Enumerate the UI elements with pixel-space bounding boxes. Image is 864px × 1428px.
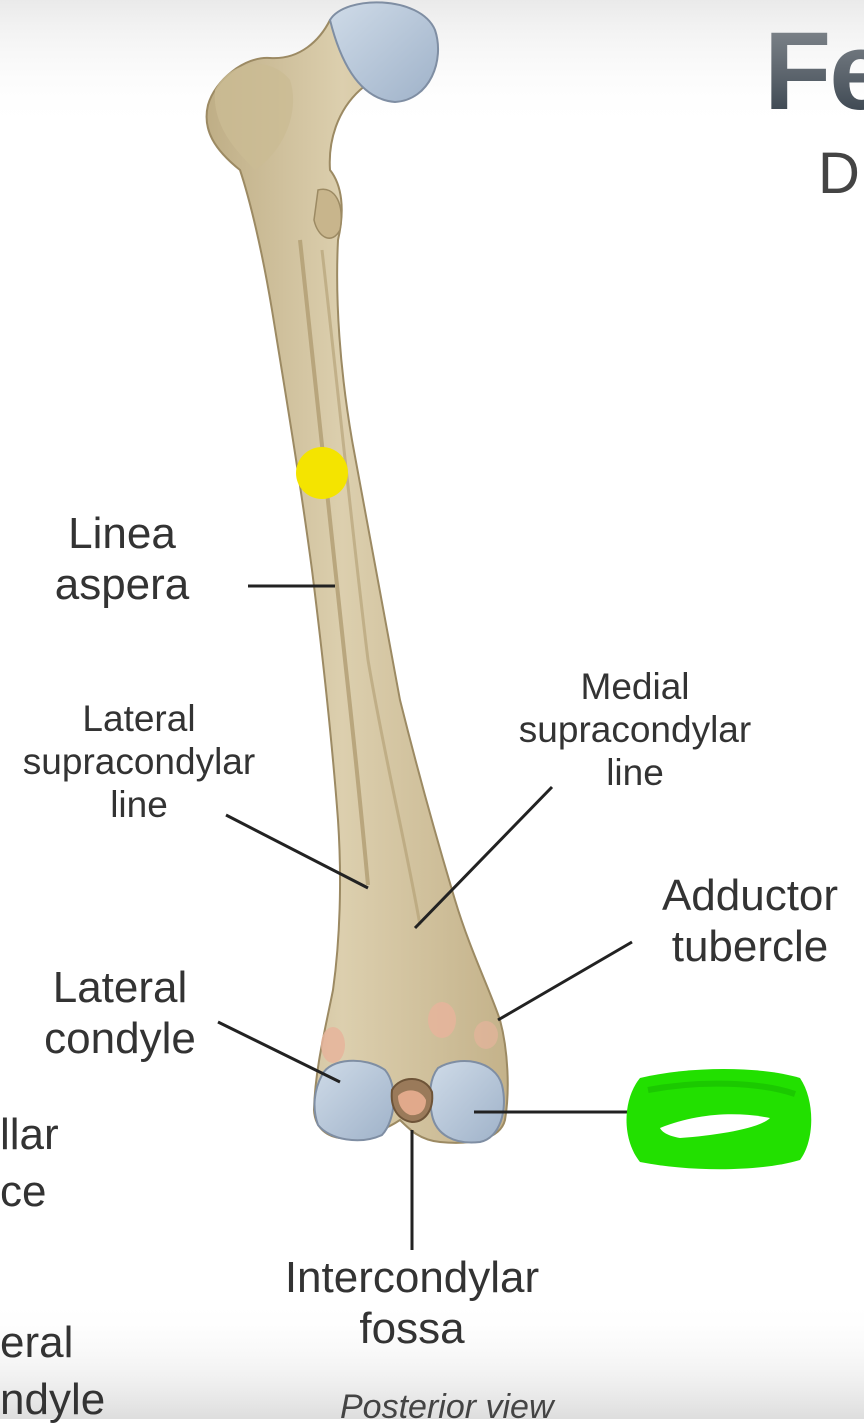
label-adductor-tubercle: Adductor tubercle — [661, 871, 839, 972]
green-scribble — [626, 1069, 812, 1170]
cut-off-label-left-mid: llar ce — [0, 1110, 59, 1217]
label-linea-aspera: Linea aspera — [54, 509, 190, 610]
adductor-tubercle-leader — [497, 940, 633, 1022]
label-intercondylar-fossa: Intercondylar fossa — [284, 1253, 540, 1354]
medial-supracondylar-leader — [413, 785, 554, 930]
label-medial-supracondylar-line: Medial supracondylar line — [518, 666, 752, 793]
lateral-condyle-leader — [217, 1020, 341, 1084]
cut-off-label-left-bottom: eral ndyle — [0, 1318, 106, 1425]
medial-condyle-shape — [429, 1060, 505, 1144]
lateral-condyle-shape — [313, 1059, 395, 1142]
femur-bone — [205, 18, 509, 1144]
diagram-subtitle: D — [818, 141, 860, 206]
lateral-supracondylar-leader — [225, 813, 369, 890]
leader-lines — [217, 584, 640, 1250]
label-lateral-condyle: Lateral condyle — [44, 963, 196, 1064]
view-caption: Posterior view — [340, 1388, 554, 1426]
femoral-head — [328, 1, 440, 104]
yellow-highlight-dot — [296, 447, 348, 499]
label-lateral-supracondylar-line: Lateral supracondylar line — [22, 698, 256, 825]
